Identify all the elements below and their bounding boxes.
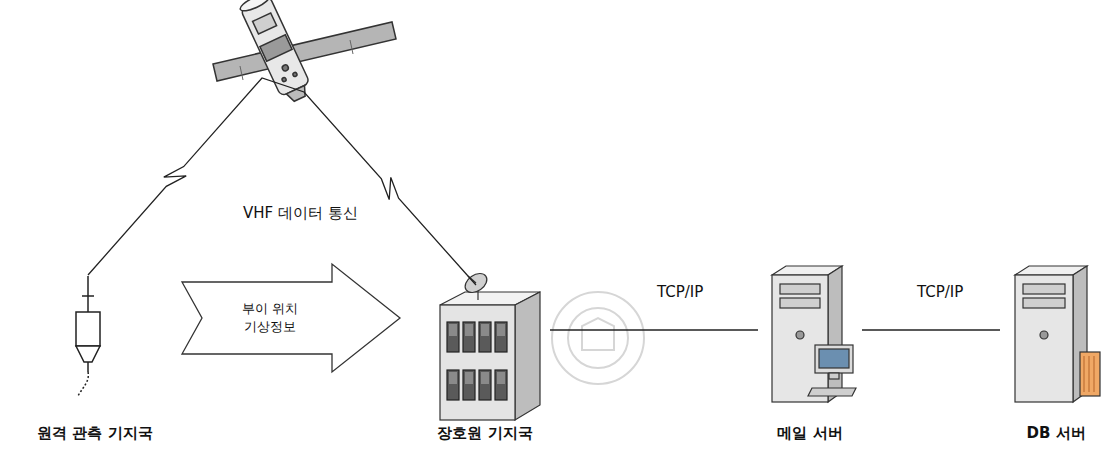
watermark-seal — [552, 292, 644, 384]
base-station: 장호원 기지국 — [420, 285, 550, 447]
node-caption: DB 서버 — [1026, 424, 1085, 443]
info-arrow: 부이 위치 기상정보 — [180, 262, 402, 374]
node-caption: 장호원 기지국 — [437, 424, 532, 443]
network-line — [862, 329, 1000, 330]
link-label: TCP/IP — [654, 283, 706, 301]
node-caption: 원격 관측 기지국 — [37, 424, 152, 443]
radio-link — [88, 78, 476, 285]
network-line — [550, 329, 758, 330]
buoy-station: 원격 관측 기지국 — [8, 275, 182, 447]
arrow-outline — [180, 262, 402, 374]
db-server-node: DB 서버 — [1000, 262, 1112, 447]
arrow-text: 부이 위치 기상정보 — [233, 300, 307, 335]
buoy — [76, 276, 100, 396]
building — [440, 270, 540, 420]
db-server — [1015, 266, 1100, 402]
link-label: TCP/IP — [914, 283, 966, 301]
mail-server — [772, 266, 856, 402]
link-label: VHF 데이터 통신 — [240, 204, 361, 223]
arrow-shape — [182, 264, 400, 372]
satellite — [213, 0, 396, 106]
mail-server-node: 메일 서버 — [758, 262, 862, 447]
node-caption: 메일 서버 — [777, 424, 842, 443]
